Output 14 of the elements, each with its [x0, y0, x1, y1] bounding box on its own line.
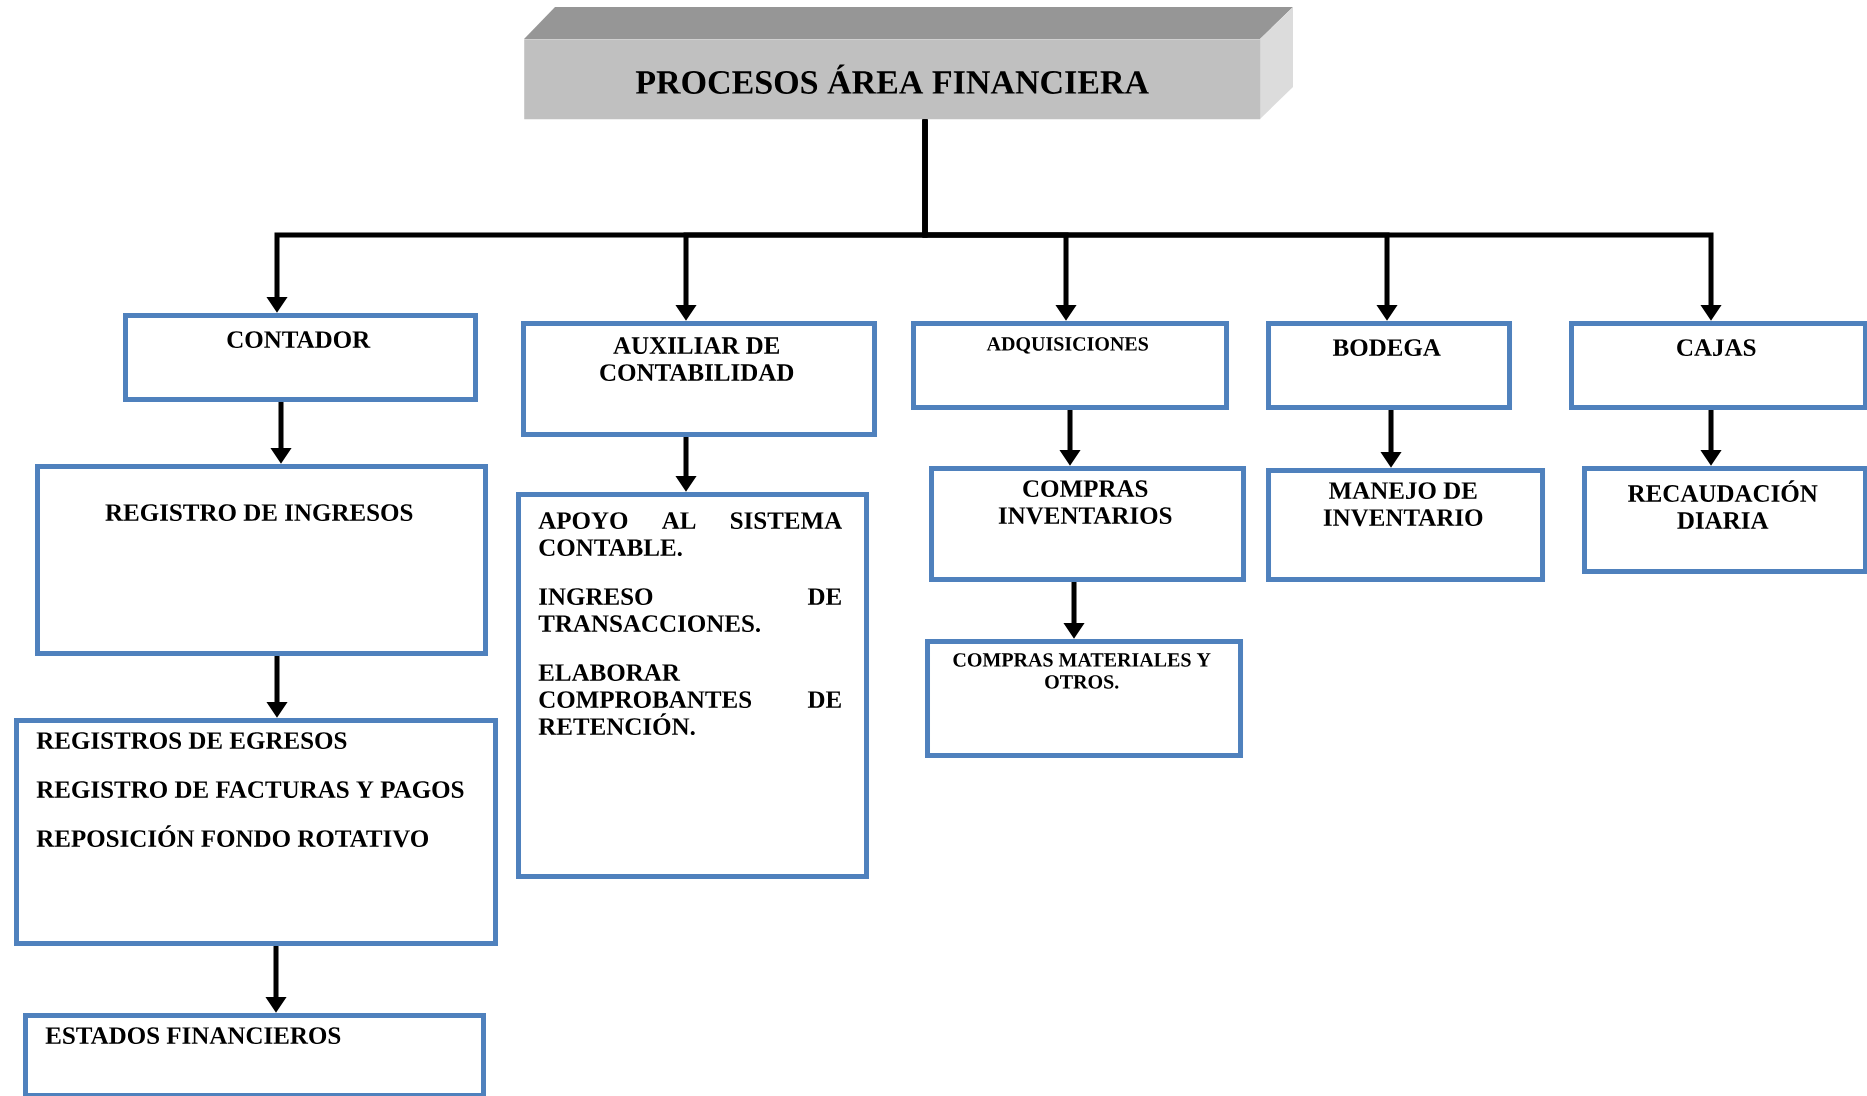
- title-banner: PROCESOS ÁREA FINANCIERA: [524, 7, 1293, 120]
- process-box: CAJAS: [1569, 321, 1867, 410]
- process-box: CONTADOR: [123, 313, 478, 402]
- process-box: BODEGA: [1266, 321, 1512, 410]
- process-box: AUXILIAR DE CONTABILIDAD: [521, 321, 877, 437]
- process-box: REGISTRO DE INGRESOS: [35, 464, 488, 656]
- process-box: REGISTROS DE EGRESOS REGISTRO DE FACTURAS Y PAGOS REPOSICIÓN FONDO ROTATIVO: [14, 718, 498, 946]
- process-box: COMPRAS MATERIALES Y OTROS.: [925, 639, 1243, 758]
- process-box: COMPRAS INVENTARIOS: [929, 466, 1246, 582]
- process-box: RECAUDACIÓN DIARIA: [1582, 466, 1867, 574]
- process-box: APOYO AL SISTEMA CONTABLE. INGRESO DE TRANSACCIONES. ELABORAR COMPROBANTES DE RETENCIÓN.: [516, 492, 869, 879]
- process-box: MANEJO DE INVENTARIO: [1266, 468, 1545, 582]
- process-box: ESTADOS FINANCIEROS: [23, 1013, 486, 1096]
- process-box: ADQUISICIONES: [911, 321, 1229, 410]
